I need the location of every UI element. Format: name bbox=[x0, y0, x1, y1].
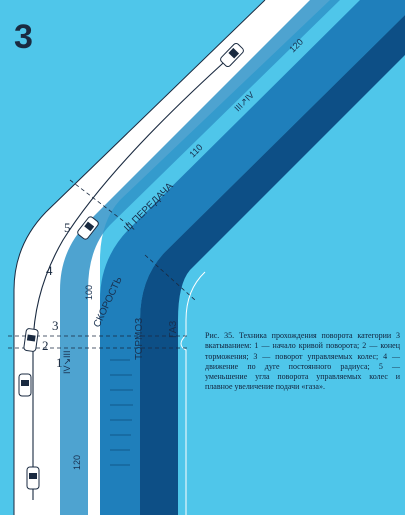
marker-4: 4 bbox=[46, 263, 53, 278]
label-gas: ГАЗ bbox=[168, 321, 179, 338]
marker-1: 1 bbox=[56, 355, 63, 370]
car-straight bbox=[18, 373, 32, 397]
brake-hatching bbox=[110, 359, 133, 466]
marker-line-4 bbox=[144, 254, 196, 301]
figure-caption: Рис. 35. Техника прохождения поворота ка… bbox=[205, 331, 400, 392]
car-trajectory bbox=[32, 54, 233, 500]
car-turn bbox=[77, 216, 99, 240]
band-brake bbox=[100, 0, 405, 515]
label-gear-low: IV↘III bbox=[62, 350, 72, 374]
gas-profile-line bbox=[180, 271, 206, 515]
band-speed bbox=[60, 0, 340, 515]
car-entry bbox=[23, 328, 39, 352]
road-surface bbox=[14, 0, 330, 515]
speed-value-middle: 100 bbox=[84, 285, 94, 300]
car-top bbox=[220, 42, 244, 68]
band-gas bbox=[140, 15, 405, 515]
car-bottom bbox=[26, 466, 40, 490]
label-brake: ТОРМОЗ bbox=[134, 318, 145, 360]
figure-number: 3 bbox=[14, 18, 33, 56]
marker-2: 2 bbox=[42, 338, 49, 353]
marker-5: 5 bbox=[64, 220, 71, 235]
speed-value-bottom: 120 bbox=[72, 455, 82, 470]
marker-3: 3 bbox=[52, 318, 59, 333]
road-left-edge bbox=[13, 0, 266, 515]
marker-lines bbox=[8, 179, 196, 349]
